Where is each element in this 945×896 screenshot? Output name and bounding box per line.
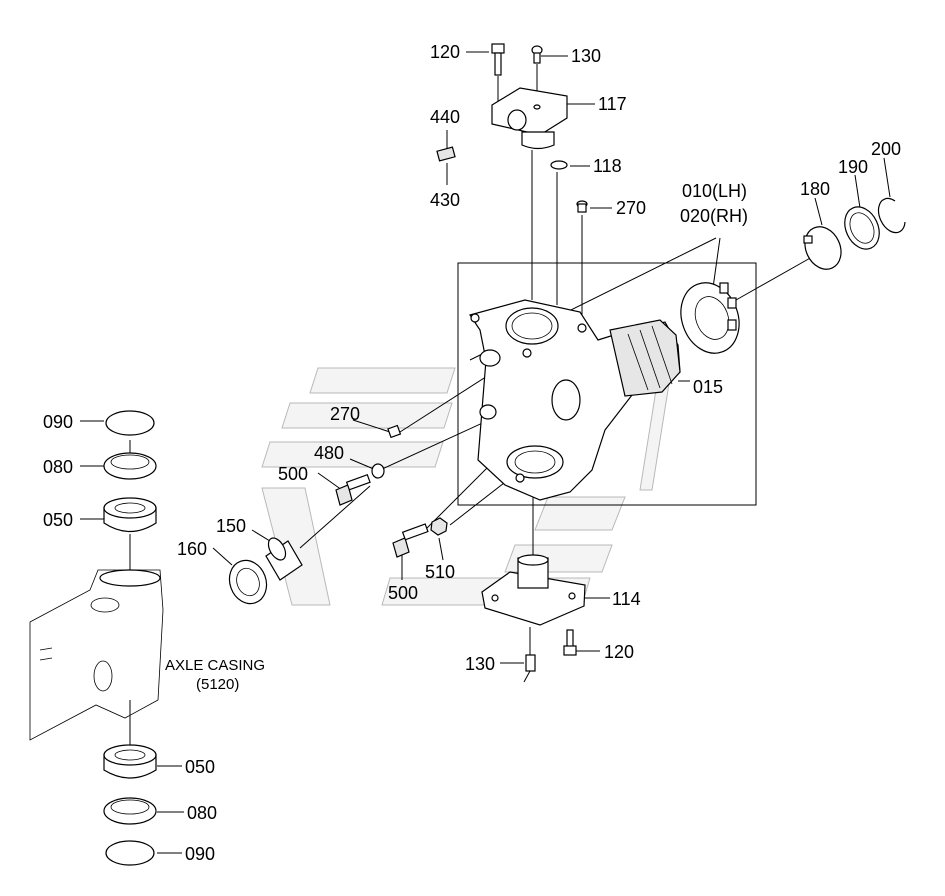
label-180: 180 bbox=[800, 179, 830, 199]
cover-117 bbox=[491, 87, 568, 150]
label-440: 440 bbox=[430, 107, 460, 127]
nipple-130-bot bbox=[523, 654, 536, 683]
label-090-bot: 090 bbox=[185, 844, 215, 864]
bearing-050-top bbox=[103, 497, 157, 533]
label-117: 117 bbox=[598, 94, 627, 114]
label-120-bot: 120 bbox=[604, 642, 634, 662]
label-080-top: 080 bbox=[43, 457, 73, 477]
label-430: 430 bbox=[430, 190, 460, 210]
knuckle-010-020 bbox=[469, 299, 681, 501]
oring-090-bot bbox=[105, 840, 155, 866]
nipple-130-top bbox=[531, 45, 543, 64]
label-axle-casing: AXLE CASING bbox=[165, 657, 265, 674]
label-270-top: 270 bbox=[616, 198, 646, 218]
axle-casing bbox=[29, 569, 164, 741]
label-080-bot: 080 bbox=[187, 803, 217, 823]
label-130-top: 130 bbox=[571, 46, 601, 66]
label-270-mid: 270 bbox=[330, 404, 360, 424]
tab-washer-180 bbox=[803, 226, 842, 270]
label-118: 118 bbox=[593, 156, 622, 176]
label-200: 200 bbox=[871, 139, 901, 159]
label-114: 114 bbox=[612, 589, 641, 609]
snap-ring-200 bbox=[877, 197, 906, 234]
seal-080-top bbox=[103, 452, 157, 480]
label-015: 015 bbox=[693, 377, 723, 397]
label-050-top: 050 bbox=[43, 510, 73, 530]
label-150: 150 bbox=[216, 516, 246, 536]
label-160: 160 bbox=[177, 539, 207, 559]
nut-510 bbox=[430, 517, 448, 536]
label-190: 190 bbox=[838, 157, 868, 177]
label-axle-code: (5120) bbox=[196, 676, 239, 693]
label-130-bot: 130 bbox=[465, 654, 495, 674]
washer-190 bbox=[844, 206, 880, 250]
label-500-top: 500 bbox=[278, 464, 308, 484]
label-020-rh: 020(RH) bbox=[680, 206, 748, 226]
seal-080-bot bbox=[103, 797, 157, 825]
label-500-bot: 500 bbox=[388, 583, 418, 603]
bushing-150 bbox=[265, 537, 303, 581]
label-480: 480 bbox=[314, 443, 344, 463]
bolt-120-top bbox=[491, 43, 505, 76]
plug-270-top bbox=[576, 200, 588, 213]
oring-118 bbox=[550, 160, 568, 170]
label-010-lh: 010(LH) bbox=[682, 181, 747, 201]
bolt-500-top bbox=[335, 473, 371, 506]
label-120-top: 120 bbox=[430, 42, 460, 62]
seal-160 bbox=[228, 559, 268, 605]
cover-114 bbox=[481, 554, 586, 626]
washer-480 bbox=[371, 463, 385, 479]
ring-gear-015 bbox=[680, 282, 740, 354]
bolt-120-bot bbox=[563, 629, 577, 656]
pin-440-430 bbox=[436, 146, 456, 162]
label-510: 510 bbox=[425, 562, 455, 582]
bolt-500-bot bbox=[392, 523, 429, 558]
label-050-bot: 050 bbox=[185, 757, 215, 777]
plug-270-mid bbox=[387, 424, 402, 439]
oring-090-top bbox=[105, 410, 155, 436]
label-090-top: 090 bbox=[43, 412, 73, 432]
bearing-050-bot bbox=[103, 744, 157, 779]
assembly-frame bbox=[457, 262, 757, 506]
